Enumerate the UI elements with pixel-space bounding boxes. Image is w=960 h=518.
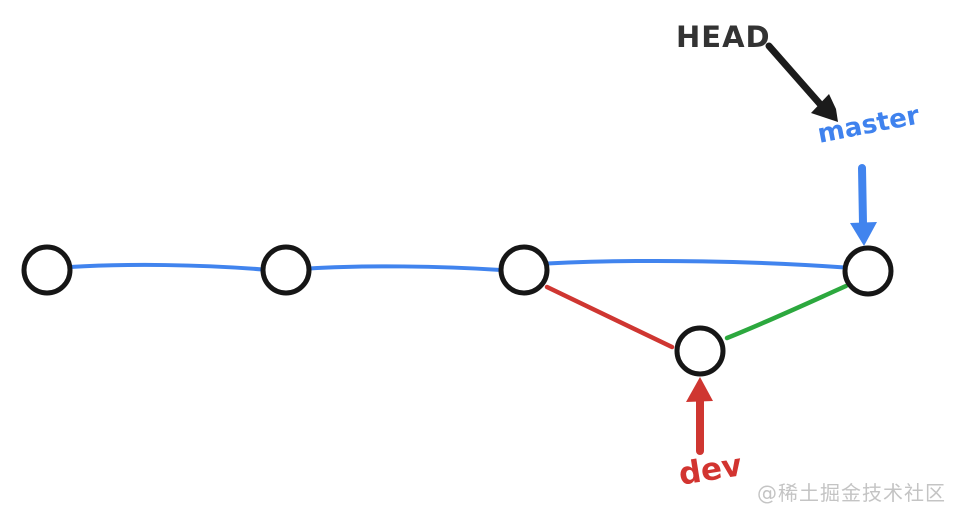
edge-c3-c5 [544,284,675,350]
edge-c3-c4 [545,258,847,270]
master-arrow-head-icon [850,222,877,246]
edge-c1-c2 [68,262,265,272]
commit-node-c5-dev [674,325,726,377]
head-arrow-shaft [765,42,824,108]
head-arrow [765,42,838,122]
commit-node-c1 [21,244,73,296]
commit-node-c2 [260,244,312,296]
watermark: @稀土掘金技术社区 [757,481,946,505]
master-arrow-shaft [858,164,867,228]
master-arrow [850,164,877,246]
dev-arrow [686,377,713,455]
head-label: HEAD [676,20,771,54]
edge-c5-c4 [724,283,849,341]
head-arrow-head-icon [811,94,838,122]
commit-node-c3 [498,244,550,296]
commit-node-c4 [842,245,894,297]
edge-c2-c3 [307,264,503,272]
dev-arrow-head-icon [686,377,713,402]
